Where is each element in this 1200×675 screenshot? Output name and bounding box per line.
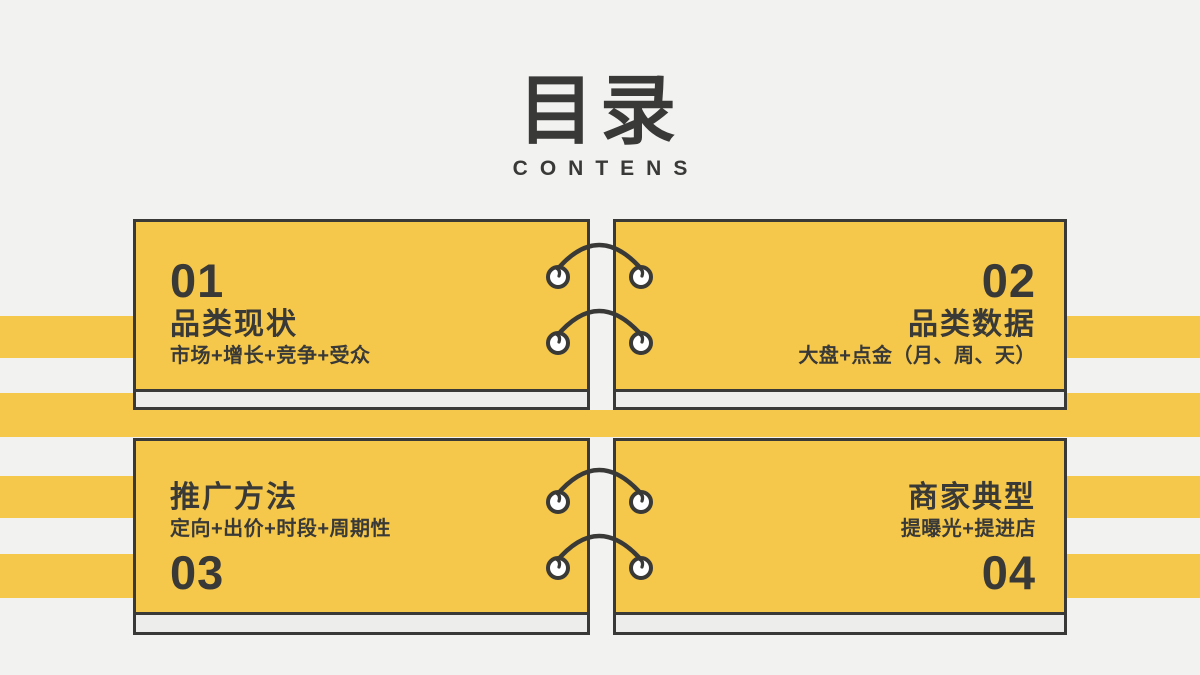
toc-card-body: 推广方法 定向+出价+时段+周期性 03 [133, 438, 590, 615]
toc-card-body: 商家典型 提曝光+提进店 04 [613, 438, 1067, 615]
toc-card-number: 03 [170, 545, 225, 599]
toc-card-subtitle: 定向+出价+时段+周期性 [170, 517, 392, 540]
toc-card-subtitle: 提曝光+提进店 [900, 517, 1036, 540]
toc-card-04[interactable]: 商家典型 提曝光+提进店 04 [613, 438, 1067, 635]
card-page-edge [613, 615, 1067, 635]
toc-card-03[interactable]: 推广方法 定向+出价+时段+周期性 03 [133, 438, 590, 635]
page-subtitle: CONTENS [512, 157, 700, 180]
card-page-edge [613, 392, 1067, 410]
toc-card-01[interactable]: 01 品类现状 市场+增长+竞争+受众 [133, 219, 590, 410]
toc-card-title: 品类数据 [908, 307, 1036, 341]
toc-card-subtitle: 大盘+点金（月、周、天） [798, 345, 1036, 368]
toc-card-title: 品类现状 [170, 307, 298, 341]
toc-card-02[interactable]: 02 品类数据 大盘+点金（月、周、天） [613, 219, 1067, 410]
toc-card-number: 01 [170, 254, 225, 307]
page-title: 目录 [518, 69, 682, 154]
card-page-edge [133, 615, 590, 635]
card-page-edge [133, 392, 590, 410]
toc-card-number: 04 [981, 545, 1036, 599]
card-gap-spine [589, 438, 614, 635]
toc-card-body: 02 品类数据 大盘+点金（月、周、天） [613, 219, 1067, 392]
card-gap-spine [589, 219, 614, 410]
toc-card-title: 推广方法 [170, 481, 298, 514]
toc-card-number: 02 [981, 254, 1036, 307]
toc-card-title: 商家典型 [908, 481, 1036, 514]
toc-card-body: 01 品类现状 市场+增长+竞争+受众 [133, 219, 590, 392]
toc-card-subtitle: 市场+增长+竞争+受众 [170, 345, 371, 368]
page-header: 目录 CONTENS [0, 74, 1200, 181]
